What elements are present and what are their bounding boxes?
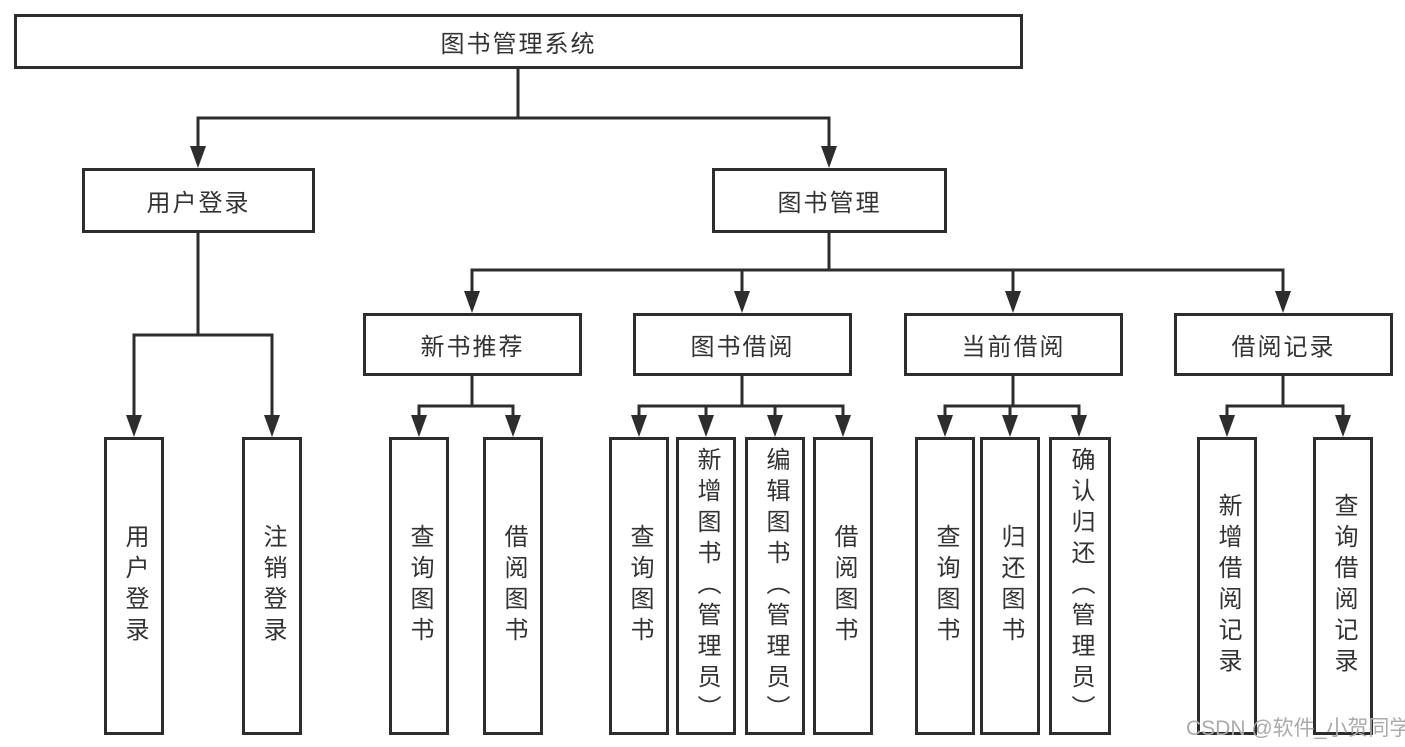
- leaf-confirm-return-admin: 确认归还（管理员）: [1049, 437, 1111, 735]
- node-book-borrowing: 图书借阅: [633, 313, 852, 376]
- node-new-book-recommendation: 新书推荐: [363, 313, 582, 376]
- leaf-query-books-1: 查询图书: [389, 437, 449, 735]
- node-borrow-records: 借阅记录: [1174, 313, 1393, 376]
- leaf-edit-book-admin: 编辑图书（管理员）: [745, 437, 805, 735]
- node-current-borrowing: 当前借阅: [904, 313, 1123, 376]
- leaf-borrow-books-1: 借阅图书: [483, 437, 543, 735]
- leaf-add-borrow-record: 新增借阅记录: [1197, 437, 1257, 735]
- leaf-borrow-books-2: 借阅图书: [813, 437, 873, 735]
- leaf-query-books-3: 查询图书: [915, 437, 975, 735]
- node-root-system: 图书管理系统: [14, 14, 1023, 69]
- leaf-query-borrow-record: 查询借阅记录: [1313, 437, 1373, 735]
- leaf-query-books-2: 查询图书: [609, 437, 669, 735]
- leaf-return-book: 归还图书: [980, 437, 1040, 735]
- leaf-logout: 注销登录: [242, 437, 302, 735]
- leaf-add-book-admin: 新增图书（管理员）: [676, 437, 736, 735]
- leaf-user-login: 用户登录: [104, 437, 164, 735]
- node-user-login: 用户登录: [82, 168, 315, 233]
- node-book-management: 图书管理: [712, 168, 947, 233]
- watermark: CSDN @软件_小贺同学: [1186, 717, 1405, 740]
